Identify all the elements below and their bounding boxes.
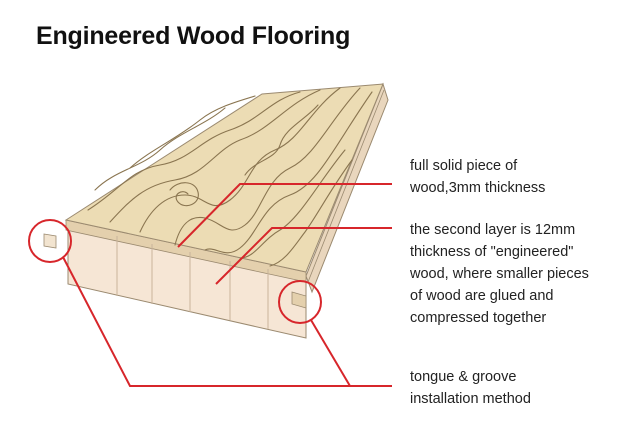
tongue-groove-label-line: tongue & groove xyxy=(410,369,517,385)
tongue-profile xyxy=(291,291,307,309)
tongue-leader xyxy=(310,319,351,387)
wood-grain xyxy=(87,87,373,267)
groove-callout-circle xyxy=(28,219,72,263)
callout-leader-lines xyxy=(62,183,392,387)
engineered-layer-label-line: the second layer is 12mm xyxy=(410,222,576,238)
tongue-groove-label: tongue & groove installation method xyxy=(410,366,531,410)
engineered-layer-label-line: of wood are glued and xyxy=(410,288,554,304)
engineered-layer-label-line: compressed together xyxy=(410,310,547,326)
diagram-title: Engineered Wood Flooring xyxy=(36,22,351,50)
core-layer-leader xyxy=(215,227,392,285)
engineered-layer-label-line: thickness of "engineered" xyxy=(410,244,574,260)
top-layer-leader xyxy=(177,183,392,248)
veneer-top-surface xyxy=(64,83,384,273)
top-layer-label-line: wood,3mm thickness xyxy=(410,180,546,196)
tongue-callout-circle xyxy=(278,280,322,324)
groove-profile xyxy=(43,233,57,249)
engineered-layer-label-line: wood, where smaller pieces xyxy=(410,266,589,282)
top-layer-label: full solid piece of wood,3mm thickness xyxy=(410,155,545,199)
engineered-layer-label: the second layer is 12mm thickness of "e… xyxy=(410,219,589,329)
plank-right-side xyxy=(305,82,389,294)
groove-leader xyxy=(62,256,392,387)
top-layer-label-line: full solid piece of xyxy=(410,158,518,174)
tongue-groove-label-line: installation method xyxy=(410,391,531,407)
right-side-layer-line xyxy=(307,89,385,283)
